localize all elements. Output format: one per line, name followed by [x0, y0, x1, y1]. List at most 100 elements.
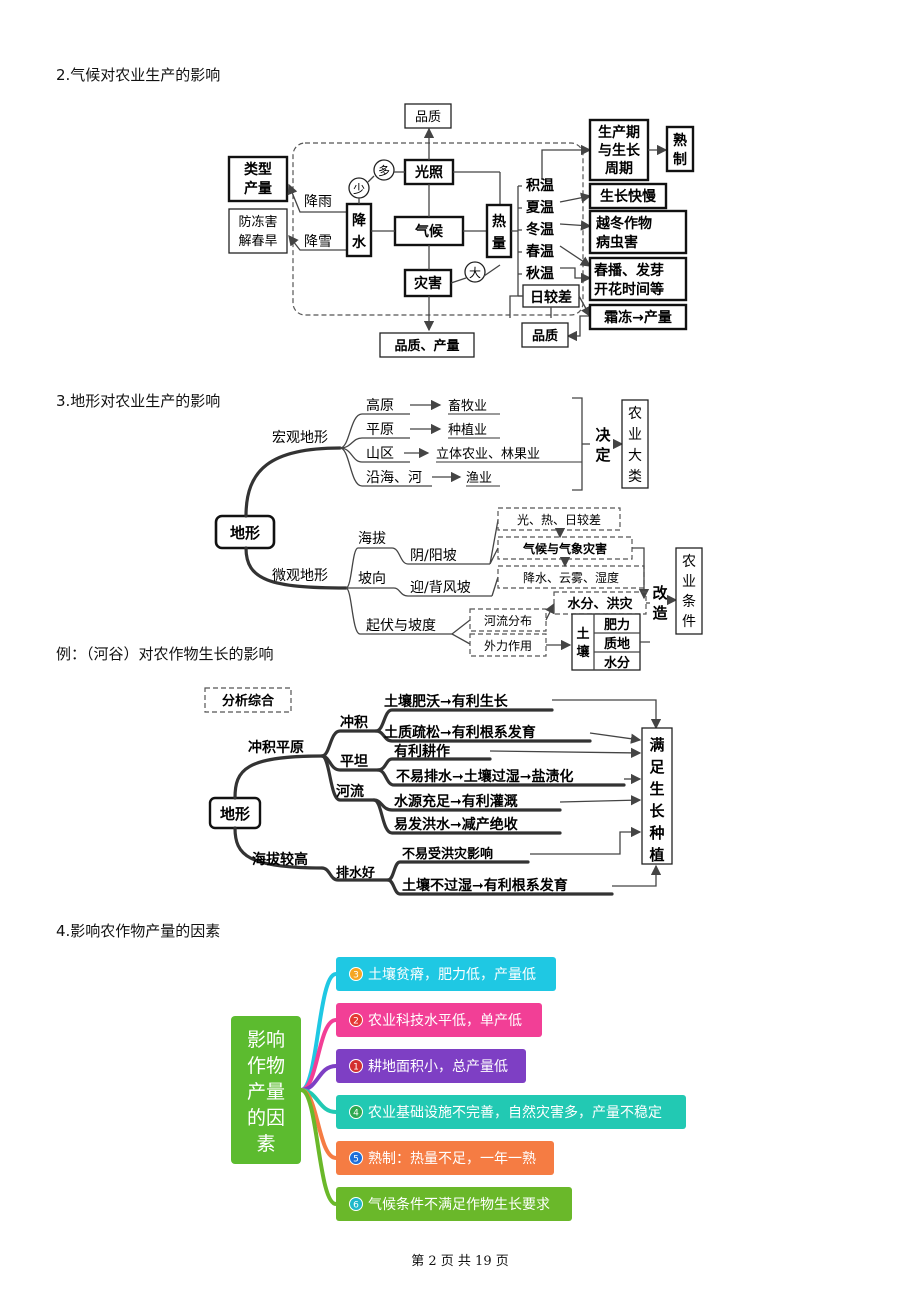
yield-item-text: 耕地面积小，总产量低 [368, 1058, 508, 1075]
yield-center-line: 作物 [247, 1055, 285, 1077]
yield-item-box [336, 1003, 542, 1037]
spring-sowing-box [588, 256, 688, 302]
growth-period-l2: 与生长 [598, 142, 641, 159]
result-3: 长 [649, 802, 665, 820]
transform-l1: 改 [652, 584, 668, 602]
analysis-label: 分析综合 [222, 693, 275, 709]
heading-example: 例：（河谷）对农作物生长的影响 [56, 645, 274, 663]
moisture: 水分 [604, 655, 630, 671]
macro-result-2: 立体农业、林果业 [436, 447, 540, 462]
macro-label: 宏观地形 [272, 430, 328, 446]
terrain-root-box [214, 514, 276, 550]
type-output-line1: 类型 [244, 161, 272, 178]
jiangyu-label: 降雨 [304, 194, 332, 210]
yield-item-box [336, 957, 556, 991]
yield-link [300, 972, 337, 1092]
agri-type-0: 农 [628, 406, 642, 422]
river-label: 河流 [336, 783, 364, 800]
yield-item-text: 农业科技水平低，单产低 [368, 1013, 522, 1029]
valley-item-5: 易发洪水➞减产绝收 [394, 816, 519, 833]
agri-cond-1: 业 [682, 574, 696, 590]
overwinter-box [588, 209, 688, 255]
frost-box [228, 208, 288, 254]
satisfy-box [641, 727, 673, 865]
yield-link [300, 1088, 337, 1114]
fertility: 肥力 [604, 617, 630, 633]
macro-result-3: 渔业 [466, 471, 492, 486]
soil-l2: 壤 [576, 644, 590, 660]
yield-item-box [336, 1141, 554, 1175]
light-heat: 光、热、日较差 [517, 512, 601, 527]
heat-item-5: 日较差 [530, 289, 572, 306]
slow-growth-box [588, 182, 668, 210]
agri-cond-2: 条 [682, 593, 696, 610]
disaster: 灾害 [414, 275, 442, 292]
yield-item-badge [349, 967, 363, 981]
valley-item-0: 土壤肥沃➞有利生长 [384, 693, 509, 710]
rain-top: 降 [352, 212, 367, 229]
agri-type-box [621, 399, 649, 489]
valley-root: 地形 [220, 805, 250, 823]
spring-sowing-l2: 开花时间等 [594, 281, 664, 298]
macro-item-2: 山区 [366, 446, 394, 462]
heat-item-3: 春温 [525, 243, 554, 260]
frost-yield-box [588, 303, 688, 331]
yield-item-text: 农业基础设施不完善，自然灾害多，产量不稳定 [368, 1104, 662, 1121]
macro-item-1: 平原 [366, 422, 394, 438]
river-dist: 河流分布 [484, 614, 532, 628]
qifu-label: 起伏与坡度 [366, 618, 436, 634]
rain-cloud: 降水、云雾、湿度 [523, 570, 619, 585]
overwinter-l2: 病虫害 [596, 234, 638, 251]
da-label: 大 [469, 266, 481, 280]
sunlight: 光照 [414, 164, 443, 181]
rain-box [345, 202, 373, 258]
yield-item-badge [349, 1013, 363, 1027]
heat-top: 热 [492, 213, 506, 230]
yield-link [300, 1088, 337, 1206]
poxiang-label: 坡向 [358, 571, 386, 587]
heat-item-1: 夏温 [526, 199, 554, 216]
heading-climate: 2.气候对农业生产的影响 [56, 66, 221, 84]
yield-item-num: 3 [353, 971, 359, 981]
yinyang-label: 阴/阳坡 [410, 548, 457, 564]
result-4: 种 [648, 824, 664, 842]
yield-item-num: 2 [353, 1017, 359, 1027]
yield-link [300, 1018, 337, 1092]
flat-label: 平坦 [340, 754, 368, 770]
climate-center-box [393, 215, 465, 247]
shuzhi-box [665, 125, 695, 173]
quality-bottom-box [521, 322, 569, 348]
heading-terrain: 3.地形对农业生产的影响 [56, 392, 221, 410]
yield-center-line: 素 [256, 1133, 275, 1155]
drainage-label: 排水好 [336, 865, 375, 881]
yield-center-line: 产量 [247, 1081, 285, 1103]
valley-item-2: 有利耕作 [394, 743, 450, 760]
result-0: 满 [649, 736, 664, 754]
shuzhi-l1: 熟 [673, 132, 687, 149]
water-flood: 水分、洪灾 [567, 596, 633, 612]
agri-type-3: 类 [628, 469, 642, 485]
yingbei-label: 迎/背风坡 [410, 580, 471, 596]
heat-bottom: 量 [492, 236, 506, 252]
growth-period-box [588, 118, 650, 182]
macro-item-0: 高原 [366, 397, 394, 414]
result-1: 足 [649, 758, 665, 776]
decide-l2: 定 [595, 446, 610, 464]
rain-bottom: 水 [352, 234, 367, 251]
growth-period-l3: 周期 [605, 161, 633, 177]
yield-center-line: 的因 [247, 1107, 285, 1129]
overwinter-l1: 越冬作物 [595, 215, 652, 232]
heat-item-2: 冬温 [526, 221, 554, 238]
haiba-label: 海拔 [358, 531, 386, 547]
frost-line2: 解春旱 [238, 234, 277, 249]
frost-line1: 防冻害 [238, 214, 277, 230]
valley-item-4: 水源充足➞有利灌溉 [394, 793, 518, 810]
yield-item-num: 6 [353, 1201, 359, 1211]
yield-center-box [231, 1016, 301, 1164]
yield-item-text: 气候条件不满足作物生长要求 [368, 1196, 550, 1213]
type-output-line2: 产量 [244, 180, 272, 197]
type-output-box [227, 155, 289, 203]
yield-item-box [336, 1049, 526, 1083]
yield-item-badge [349, 1151, 363, 1165]
heat-item-4: 秋温 [526, 265, 554, 282]
